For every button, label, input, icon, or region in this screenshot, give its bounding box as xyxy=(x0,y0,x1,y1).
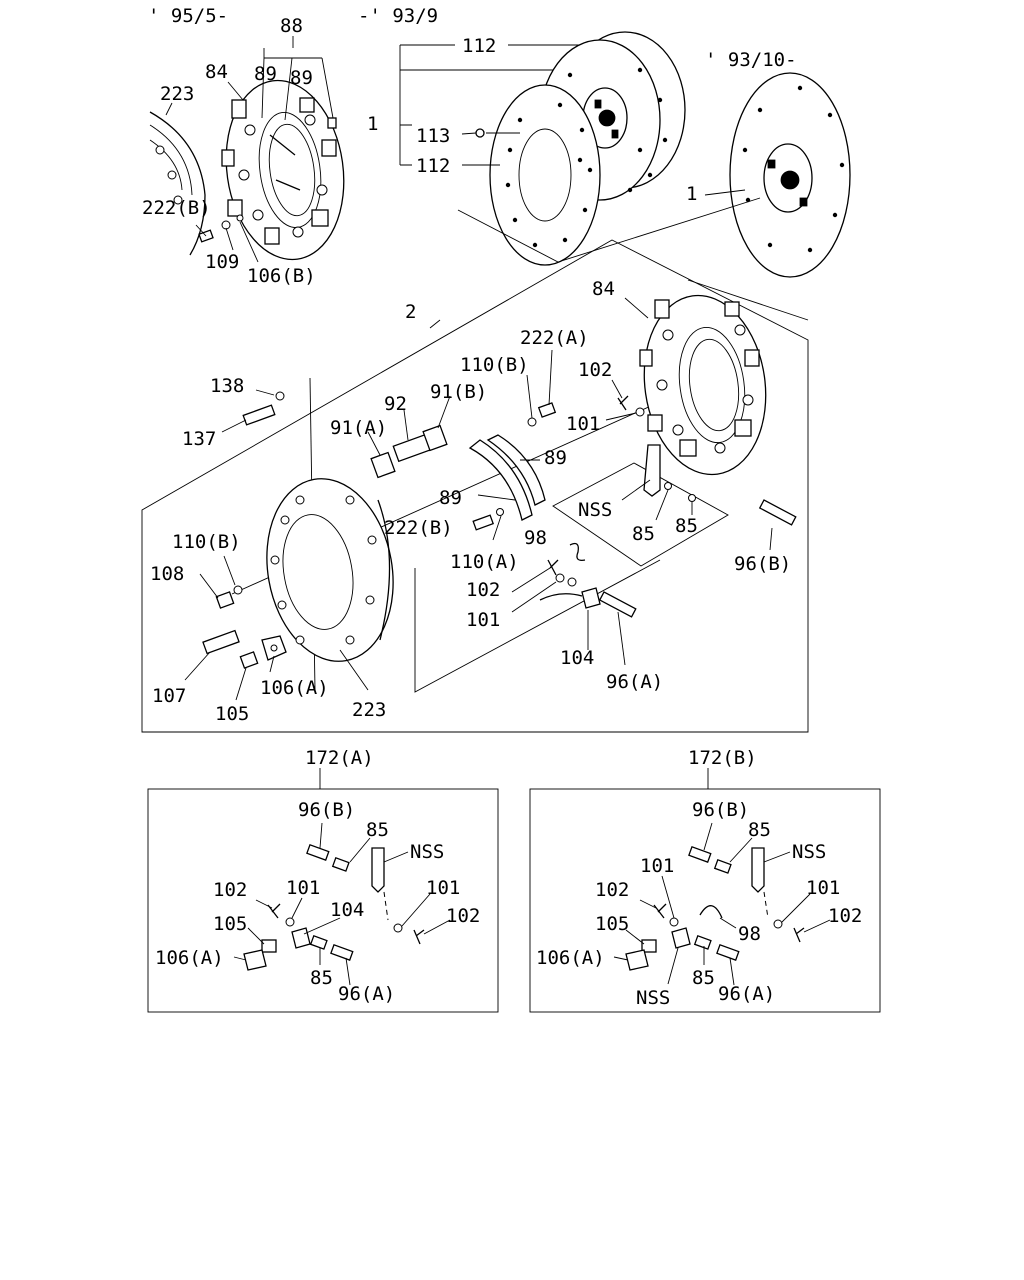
kit-b-callout-96b: 96(B) xyxy=(692,799,749,821)
pressure-plate-top-left xyxy=(149,36,345,263)
kit-a-callout-85-top: 85 xyxy=(366,819,389,841)
callout-85-main-b: 85 xyxy=(675,515,698,537)
pressure-plate-left xyxy=(266,478,394,662)
kit-a-callout-96b: 96(B) xyxy=(298,799,355,821)
callout-96b-main: 96(B) xyxy=(734,553,791,575)
callout-91a: 91(A) xyxy=(330,417,387,439)
callout-101-right: 101 xyxy=(566,413,600,435)
callout-102-main: 102 xyxy=(466,579,500,601)
callout-109: 109 xyxy=(205,251,239,273)
kit-b-callout-101-top: 101 xyxy=(640,855,674,877)
callout-102-right: 102 xyxy=(578,359,612,381)
kit-a-callout-85-bottom: 85 xyxy=(310,967,333,989)
kit-a-callout-101-right: 101 xyxy=(426,877,460,899)
clutch-discs-top xyxy=(399,31,686,266)
callout-113: 113 xyxy=(416,125,450,147)
callout-104-main: 104 xyxy=(560,647,594,669)
callout-89-mid-b: 89 xyxy=(439,487,462,509)
callout-85-main-a: 85 xyxy=(632,523,655,545)
kit-a-callout-102-left: 102 xyxy=(213,879,247,901)
kit-172a-title: 172(A) xyxy=(305,747,374,769)
callout-98-main: 98 xyxy=(524,527,547,549)
callout-84-top: 84 xyxy=(205,61,228,83)
kit-b-callout-102-right: 102 xyxy=(828,905,862,927)
kit-a-callout-nss: NSS xyxy=(410,841,444,863)
kit-a-callout-101-left: 101 xyxy=(286,877,320,899)
callout-222a: 222(A) xyxy=(520,327,589,349)
callout-105-main: 105 xyxy=(215,703,249,725)
callout-nss-main: NSS xyxy=(578,499,612,521)
kit-172b-panel xyxy=(529,768,881,1013)
callout-137: 137 xyxy=(182,428,216,450)
callout-84-right: 84 xyxy=(592,278,615,300)
callout-108: 108 xyxy=(150,563,184,585)
callout-110a: 110(A) xyxy=(450,551,519,573)
callout-222b-main: 222(B) xyxy=(384,517,453,539)
callout-89-mid-a: 89 xyxy=(544,447,567,469)
kit-a-callout-96a: 96(A) xyxy=(338,983,395,1005)
disc-perforation-dots xyxy=(505,67,668,248)
kit-172a-panel xyxy=(147,768,499,1013)
callout-223-bottom: 223 xyxy=(352,699,386,721)
variant-label-95-5: ' 95/5- xyxy=(148,5,228,27)
kit-b-callout-85-bottom: 85 xyxy=(692,967,715,989)
kit-b-callout-nss-bottom: NSS xyxy=(636,987,670,1009)
callout-112-bottom: 112 xyxy=(416,155,450,177)
kit-b-callout-101-right: 101 xyxy=(806,877,840,899)
small-parts-center xyxy=(221,349,797,666)
kit-a-callout-102-right: 102 xyxy=(446,905,480,927)
kit-172b-title: 172(B) xyxy=(688,747,757,769)
variant-label-93-10: ' 93/10- xyxy=(705,49,797,71)
kit-a-callout-104: 104 xyxy=(330,899,364,921)
callout-222b-top: 222(B) xyxy=(142,197,211,219)
kit-b-callout-106a: 106(A) xyxy=(536,947,605,969)
callout-1-right: 1 xyxy=(686,183,697,205)
callout-107: 107 xyxy=(152,685,186,707)
kit-b-callout-nss-top: NSS xyxy=(792,841,826,863)
kit-b-callout-105: 105 xyxy=(595,913,629,935)
callout-92: 92 xyxy=(384,393,407,415)
kit-b-callout-85-top: 85 xyxy=(748,819,771,841)
callout-138: 138 xyxy=(210,375,244,397)
callout-91b: 91(B) xyxy=(430,381,487,403)
callout-223-top: 223 xyxy=(160,83,194,105)
kit-a-callout-106a: 106(A) xyxy=(155,947,224,969)
callout-112-top: 112 xyxy=(462,35,496,57)
callout-88: 88 xyxy=(280,15,303,37)
clutch-disc-right xyxy=(704,72,851,278)
callout-110b-right: 110(B) xyxy=(460,354,529,376)
kit-b-callout-102-left: 102 xyxy=(595,879,629,901)
callout-110b-left: 110(B) xyxy=(172,531,241,553)
callout-2: 2 xyxy=(405,301,416,323)
variant-label-93-9: -' 93/9 xyxy=(358,5,438,27)
callout-106a-main: 106(A) xyxy=(260,677,329,699)
kit-a-callout-105: 105 xyxy=(213,913,247,935)
kit-b-callout-98: 98 xyxy=(738,923,761,945)
callout-89-top-a: 89 xyxy=(254,63,277,85)
pressure-plate-right xyxy=(624,294,767,476)
callout-1-left: 1 xyxy=(367,113,378,135)
callout-89-top-b: 89 xyxy=(290,67,313,89)
callout-101-main: 101 xyxy=(466,609,500,631)
fasteners-lower-left xyxy=(184,555,287,701)
callout-96a-main: 96(A) xyxy=(606,671,663,693)
kit-b-callout-96a: 96(A) xyxy=(718,983,775,1005)
callout-106b: 106(B) xyxy=(247,265,316,287)
